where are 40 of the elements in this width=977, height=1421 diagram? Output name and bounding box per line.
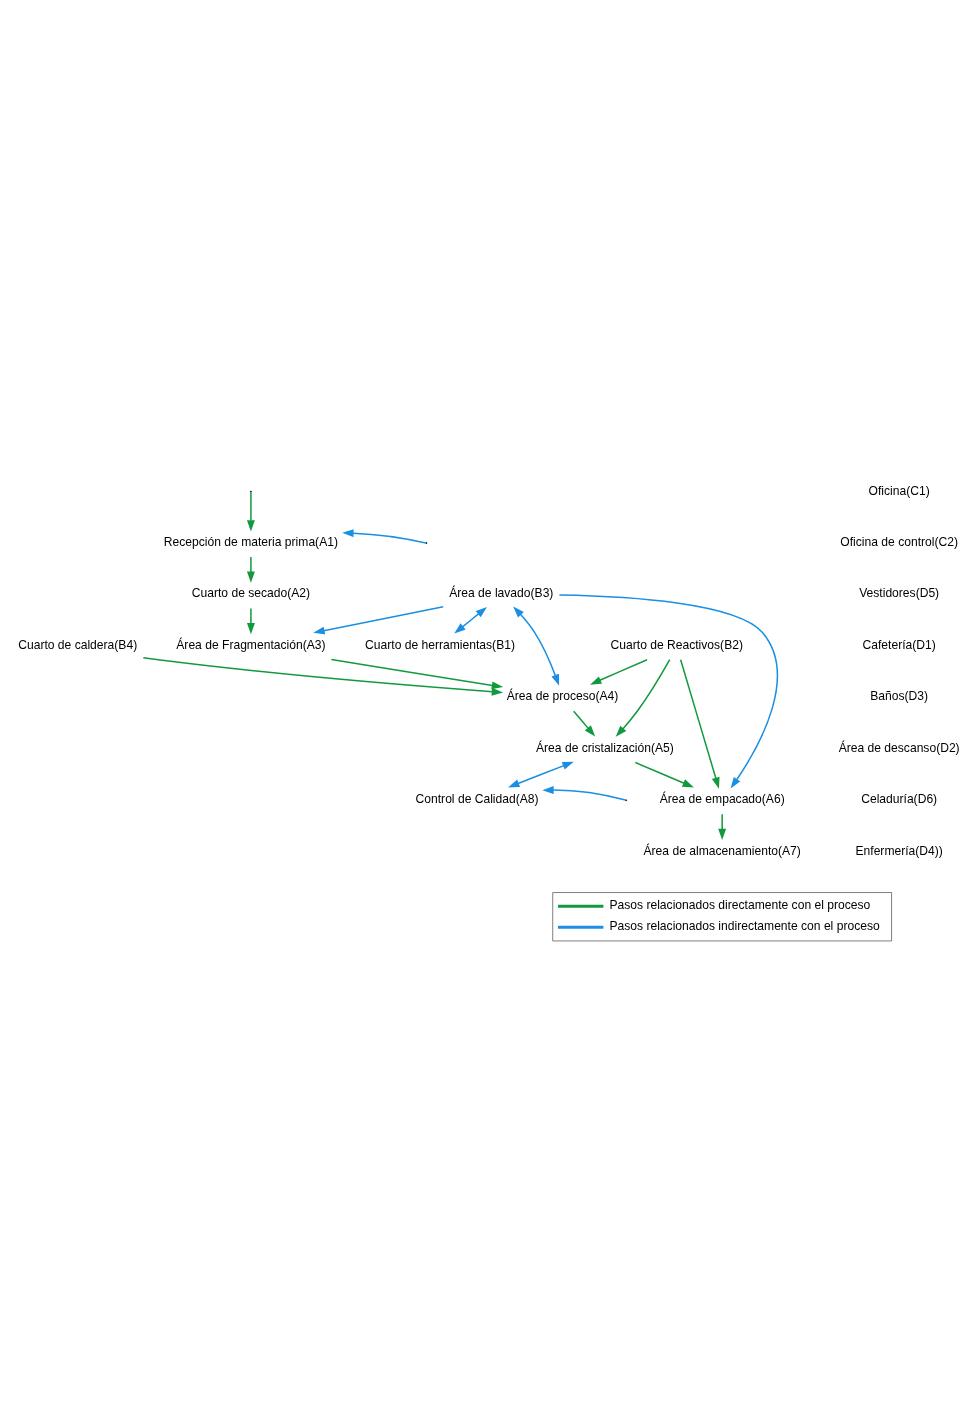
arrow (312, 605, 444, 634)
node-text: Área de almacenamiento(A7) (643, 843, 801, 858)
node-text: Control de Calidad(A8) (415, 791, 539, 806)
node-text: Área de empacado(A6) (659, 791, 785, 806)
legend-label: Pasos relacionados directamente con el proceso (608, 897, 870, 912)
arrow (541, 785, 626, 801)
arrow (246, 491, 255, 532)
arrow (142, 656, 503, 696)
node-text: Área de proceso(A4) (506, 688, 618, 703)
arrow (615, 658, 670, 737)
node-text: Cuarto de herramientas(B1) (364, 637, 515, 652)
node-text: Área de Fragmentación(A3) (175, 637, 326, 652)
label: Área de descanso(D2) (838, 740, 960, 755)
label: Oficina de control(C2) (839, 534, 958, 549)
node-text: Área de cristalización(A5) (535, 740, 674, 755)
arrow (512, 605, 559, 686)
node-text: Cuarto de Reactivos(B2) (610, 637, 743, 652)
label: Oficina(C1) (868, 483, 930, 498)
label: Cafetería(D1) (862, 637, 936, 652)
legend-label: Pasos relacionados indirectamente con el proceso (608, 918, 880, 933)
node-text: Recepción de materia prima(A1) (163, 534, 338, 549)
arrow (246, 607, 255, 634)
arrow (634, 761, 694, 787)
arrow (341, 528, 426, 544)
arrow (507, 761, 574, 787)
arrow (453, 606, 487, 634)
node-text: Cuarto de secado(A2) (191, 585, 310, 600)
arrow (679, 658, 720, 789)
arrow (246, 555, 255, 583)
label: Baños(D3) (869, 688, 928, 703)
arrow (717, 812, 726, 840)
node-text: Cuarto de caldera(B4) (17, 637, 137, 652)
arrow (589, 658, 648, 685)
label: Enfermería(D4)) (854, 843, 943, 858)
arrow (572, 710, 595, 737)
arrow (558, 593, 778, 788)
label: Vestidores(D5) (858, 585, 939, 600)
arrow (330, 658, 503, 689)
label: Celaduría(D6) (860, 791, 937, 806)
node-text: Área de lavado(B3) (448, 585, 553, 600)
